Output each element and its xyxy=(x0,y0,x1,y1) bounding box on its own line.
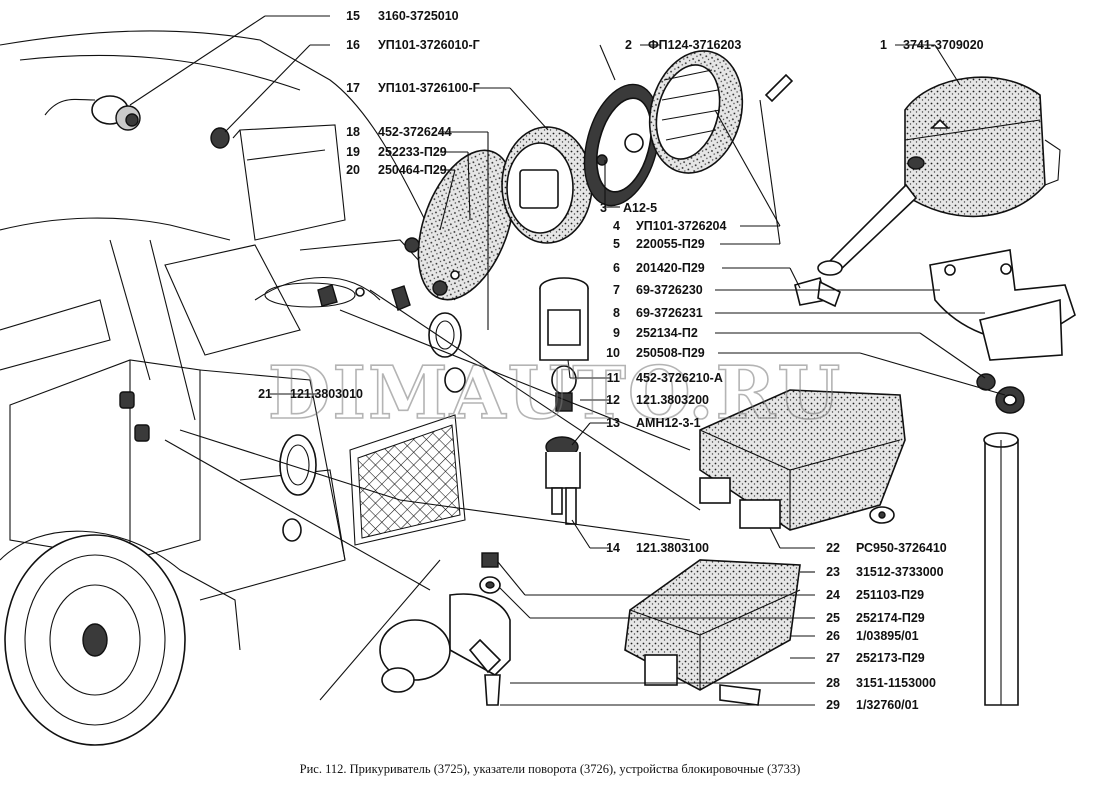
callout-part-code: 69-3726230 xyxy=(636,283,703,297)
callout-number: 29 xyxy=(826,698,840,712)
part-bracket xyxy=(794,249,1076,414)
callout-number: 13 xyxy=(606,416,620,430)
part-cigarette-lighter xyxy=(44,95,141,131)
callout-number: 2 xyxy=(625,38,632,52)
callout-part-code: УП101-3726100-Г xyxy=(378,81,480,95)
callout-number: 26 xyxy=(826,629,840,643)
callout-number: 9 xyxy=(613,326,620,340)
callout-number: 4 xyxy=(613,219,620,233)
callout-number: 3 xyxy=(600,201,607,215)
callout-number: 19 xyxy=(346,145,360,159)
part-side-repeater xyxy=(404,126,593,301)
callout-part-code: ФП124-3716203 xyxy=(648,38,741,52)
callout-part-code: 3151-1153000 xyxy=(856,676,936,690)
callout-part-code: 121.3803010 xyxy=(290,387,363,401)
part-sensor xyxy=(379,593,511,706)
callout-number: 6 xyxy=(613,261,620,275)
callout-part-code: РС950-3726410 xyxy=(856,541,947,555)
callout-number: 24 xyxy=(826,588,840,602)
callout-part-code: 250464-П29 xyxy=(378,163,447,177)
watermark: DIMAUTO.RU xyxy=(268,350,842,435)
callout-part-code: A12-5 xyxy=(623,201,657,215)
part-immobilizer-unit xyxy=(624,559,801,706)
callout-number: 7 xyxy=(613,283,620,297)
callout-part-code: 121.3803200 xyxy=(636,393,709,407)
part-control-module xyxy=(699,389,906,531)
callout-number: 28 xyxy=(826,676,840,690)
part-hazard-switch xyxy=(817,76,1061,276)
callout-part-code: 252174-П29 xyxy=(856,611,925,625)
callout-number: 22 xyxy=(826,541,840,555)
callout-part-code: 252134-П2 xyxy=(636,326,698,340)
part-grommet xyxy=(210,127,230,149)
figure-caption: Рис. 112. Прикуриватель (3725), указател… xyxy=(299,762,801,776)
callout-part-code: 452-3726210-А xyxy=(636,371,723,385)
callout-number: 25 xyxy=(826,611,840,625)
callout-part-code: 252173-П29 xyxy=(856,651,925,665)
callout-part-code: АМН12-3-1 xyxy=(636,416,701,430)
callout-part-code: 1/03895/01 xyxy=(856,629,919,643)
callout-number: 18 xyxy=(346,125,360,139)
callout-part-code: УП101-3726010-Г xyxy=(378,38,480,52)
callout-part-code: 69-3726231 xyxy=(636,306,703,320)
callout-number: 17 xyxy=(346,81,360,95)
callout-number: 20 xyxy=(346,163,360,177)
callout-part-code: 31512-3733000 xyxy=(856,565,944,579)
callout-number: 8 xyxy=(613,306,620,320)
part-turn-indicator xyxy=(583,50,744,207)
callout-part-code: 452-3726244 xyxy=(378,125,452,139)
callout-part-code: 250508-П29 xyxy=(636,346,705,360)
callout-number: 12 xyxy=(606,393,620,407)
part-lamp-holder xyxy=(539,277,589,412)
part-fasteners xyxy=(479,552,501,594)
callout-number: 27 xyxy=(826,651,840,665)
callout-number: 10 xyxy=(606,346,620,360)
part-rod xyxy=(983,432,1019,706)
callout-number: 5 xyxy=(613,237,620,251)
callout-number: 11 xyxy=(607,371,620,385)
callout-part-code: 121.3803100 xyxy=(636,541,709,555)
callout-number: 1 xyxy=(880,38,887,52)
callout-part-code: 201420-П29 xyxy=(636,261,705,275)
vehicle-cab-drawing xyxy=(0,30,466,746)
callout-part-code: 1/32760/01 xyxy=(856,698,919,712)
callout-part-code: 220055-П29 xyxy=(636,237,705,251)
callout-number: 23 xyxy=(826,565,840,579)
callout-number: 14 xyxy=(606,541,620,555)
callout-number: 15 xyxy=(346,9,360,23)
part-flasher-relay xyxy=(545,436,581,525)
callout-part-code: 3741-3709020 xyxy=(903,38,984,52)
part-screw xyxy=(764,73,794,103)
callout-number: 21 xyxy=(258,387,272,401)
callout-part-code: 3160-3725010 xyxy=(378,9,459,23)
callout-labels: 1 3741-3709020 2 ФП124-3716203 3 A12-54 УП101-… xyxy=(258,9,984,712)
callout-part-code: УП101-3726204 xyxy=(636,219,726,233)
callout-part-code: 252233-П29 xyxy=(378,145,447,159)
callout-part-code: 251103-П29 xyxy=(856,588,924,602)
callout-number: 16 xyxy=(346,38,360,52)
leader-lines xyxy=(129,15,1006,706)
